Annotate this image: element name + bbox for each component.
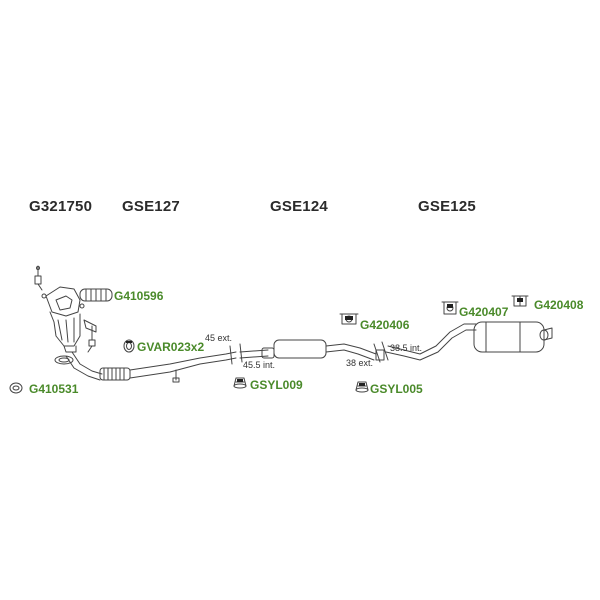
- clamp-sleeve-1-mark: [237, 379, 243, 382]
- part-code-clamp-front[interactable]: GVAR023x2: [137, 340, 205, 354]
- dimension-rear-ext: 38 ext.: [346, 358, 374, 368]
- part-code-rubber-mount-rear-1[interactable]: G420407: [459, 305, 509, 319]
- front-pipe-drawing[interactable]: [65, 343, 243, 383]
- rear-silencer-drawing[interactable]: [385, 321, 553, 361]
- catalyst-manifold-icon[interactable]: [41, 286, 97, 353]
- rubber-mount-rear-2-mark: [517, 298, 523, 302]
- dimension-front-ext: 45 ext.: [205, 333, 233, 343]
- rubber-mount-rear-1-mark: [447, 304, 453, 308]
- clamp-front-mark: [126, 341, 132, 343]
- part-code-rubber-mount-mid[interactable]: G420406: [360, 318, 410, 332]
- section-title-middle-silencer[interactable]: GSE124: [270, 198, 328, 215]
- lambda-sensor-icon: [34, 265, 43, 291]
- rubber-mount-mid-mark: [345, 316, 353, 320]
- section-title-front-pipe[interactable]: GSE127: [122, 198, 180, 215]
- flex-pipe-icon[interactable]: [79, 288, 113, 302]
- oxygen-sensor-icon: [87, 325, 96, 353]
- section-title-catalyst[interactable]: G321750: [29, 198, 93, 215]
- dimension-rear-int: 38.5 int.: [390, 343, 423, 353]
- joint-middle-rear-drawing: [373, 341, 389, 363]
- gasket-small-icon[interactable]: [9, 382, 23, 394]
- part-code-clamp-sleeve-2[interactable]: GSYL005: [370, 382, 423, 396]
- part-code-flex-pipe[interactable]: G410596: [114, 289, 164, 303]
- clamp-sleeve-2-mark: [359, 383, 365, 386]
- middle-silencer-drawing[interactable]: [239, 339, 377, 361]
- part-code-rubber-mount-rear-2[interactable]: G420408: [534, 298, 584, 312]
- section-title-rear-silencer[interactable]: GSE125: [418, 198, 476, 215]
- dimension-front-int: 45.5 int.: [243, 360, 276, 370]
- part-code-gasket[interactable]: G410531: [29, 382, 79, 396]
- part-code-clamp-sleeve-1[interactable]: GSYL009: [250, 378, 303, 392]
